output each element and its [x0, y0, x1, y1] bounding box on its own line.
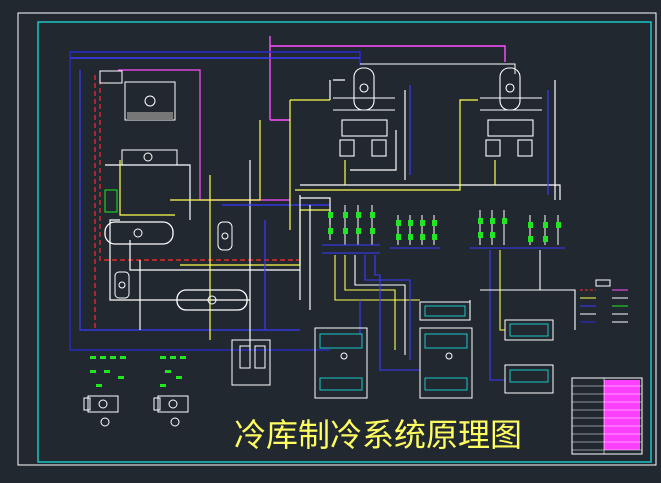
pipe-legend	[580, 279, 628, 323]
pump-station	[231, 339, 271, 386]
drawing-title: 冷库制冷系统原理图	[234, 416, 522, 454]
low-pressure-receiver	[176, 289, 248, 311]
valve-manifold-left	[322, 205, 380, 254]
cold-room-3	[504, 319, 554, 394]
distribution-piping	[334, 250, 576, 381]
oil-pot	[114, 271, 130, 299]
compressor-piping	[289, 79, 561, 310]
compressor-unit-2	[153, 395, 189, 427]
high-pressure-receiver	[104, 221, 174, 245]
cold-room-1	[314, 327, 368, 399]
intercooler-unit	[104, 149, 178, 213]
valve-manifold-middle	[390, 215, 440, 249]
discharge-header	[70, 36, 516, 121]
evaporative-condenser	[99, 70, 176, 121]
compressor-valve-tags	[90, 356, 186, 387]
compressor-unit-1	[83, 395, 119, 427]
screw-compressor-1	[333, 67, 395, 157]
left-piping	[69, 52, 330, 351]
title-block-table	[571, 377, 643, 455]
screw-compressor-2	[480, 67, 542, 157]
oil-collector	[217, 221, 233, 251]
valve-manifold-right	[470, 210, 565, 249]
drawing-frame	[17, 12, 657, 466]
cold-room-2	[419, 301, 473, 399]
